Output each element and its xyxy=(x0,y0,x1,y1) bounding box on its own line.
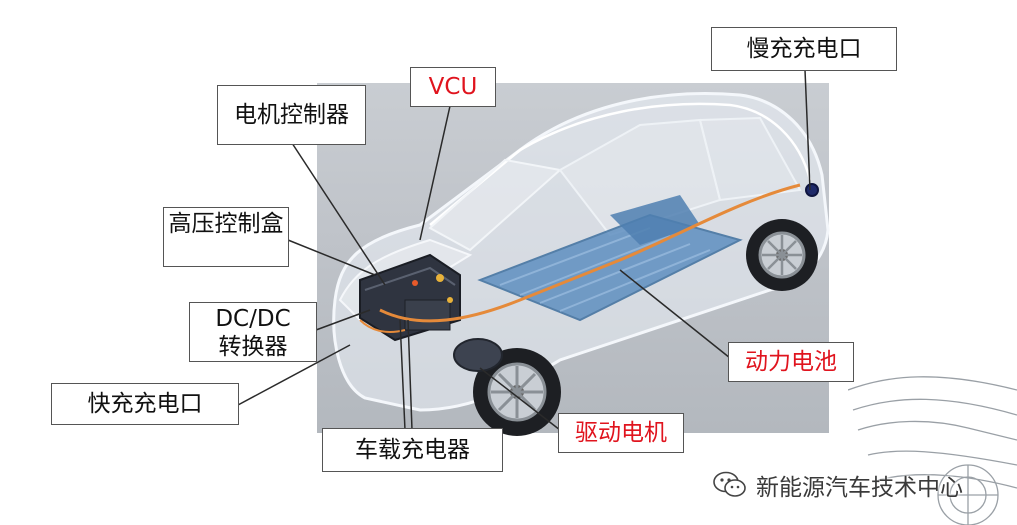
label-vcu: VCU xyxy=(410,67,496,107)
leader-fast-charge-port xyxy=(237,344,351,406)
watermark-text: 新能源汽车技术中心 xyxy=(756,475,963,501)
label-fast-charge-port: 快充充电口 xyxy=(51,383,239,425)
watermark: 新能源汽车技术中心 xyxy=(712,465,963,505)
label-slow-charge-port: 慢充充电口 xyxy=(711,27,897,71)
wechat-icon xyxy=(713,471,746,497)
label-drive-motor: 驱动电机 xyxy=(558,413,684,453)
leader-onboard-charger-a xyxy=(399,319,406,431)
rear-wheel xyxy=(746,219,818,291)
leader-slow-charge-port xyxy=(804,69,811,191)
leader-dcdc xyxy=(315,309,371,331)
label-motor-controller: 电机控制器 xyxy=(217,85,366,145)
label-power-battery: 动力电池 xyxy=(728,342,854,382)
label-hv-control-box: 高压控制盒 xyxy=(163,207,289,267)
leader-onboard-charger-b xyxy=(407,319,413,431)
slow-charge-port xyxy=(805,183,819,197)
label-dcdc: DC/DC 转换器 xyxy=(189,302,317,362)
car-roof-outline xyxy=(429,102,812,226)
hv-cable xyxy=(379,183,801,323)
drive-motor xyxy=(453,338,503,372)
leader-motor-controller xyxy=(289,139,386,286)
leader-hv-control-box xyxy=(287,239,376,276)
leader-vcu xyxy=(419,105,451,241)
label-hv-control-box-text: 高压控制盒 xyxy=(168,211,284,237)
rear-pillar-outline xyxy=(698,116,802,202)
car-sketch-decoration xyxy=(848,376,1017,525)
label-dcdc-line2: 转换器 xyxy=(218,334,288,360)
label-onboard-charger: 车载充电器 xyxy=(322,428,503,472)
battery-pack xyxy=(477,213,743,322)
label-dcdc-line1: DC/DC xyxy=(215,306,291,332)
leader-power-battery xyxy=(619,269,731,359)
leader-drive-motor xyxy=(479,367,561,431)
